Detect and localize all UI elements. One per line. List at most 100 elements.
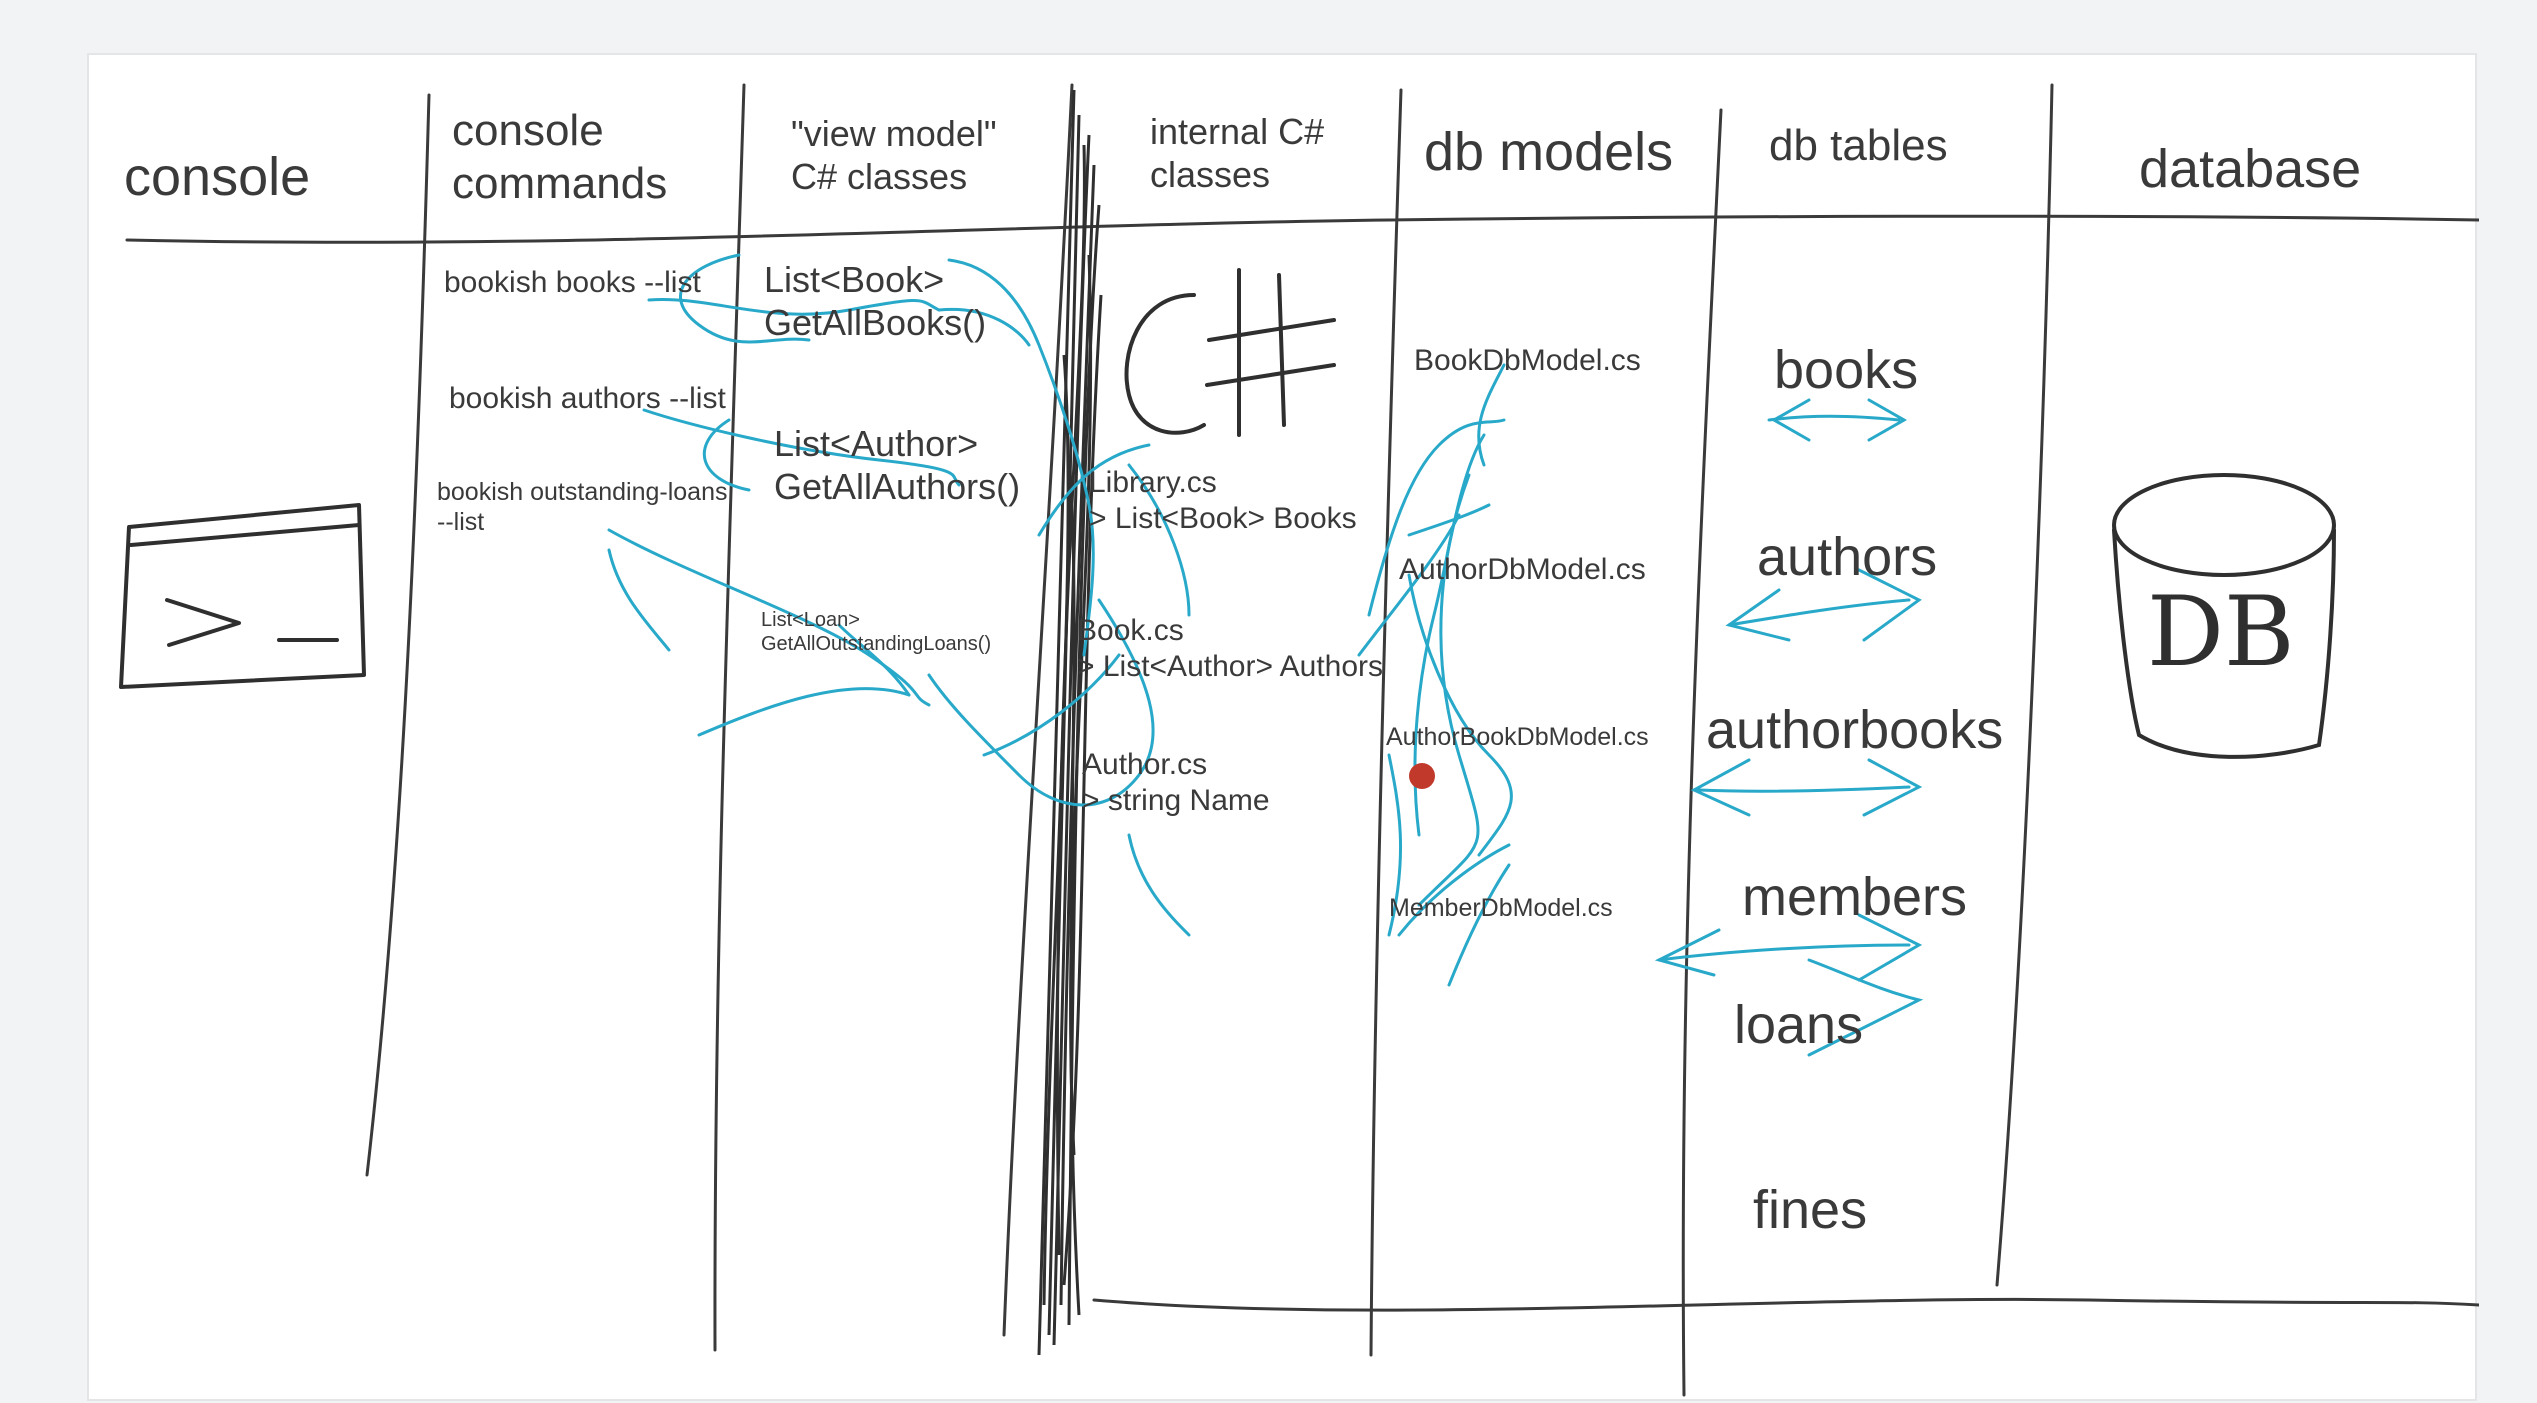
- arrow-books-table-back: [1770, 398, 1811, 442]
- arrow-books-table-head: [1867, 398, 1908, 442]
- header-view-model-line1: "view model": [791, 113, 997, 154]
- arrow-view-internal-4: [927, 598, 1155, 807]
- arrow-loans-view: [697, 687, 911, 737]
- header-internal: internal C# classes: [1150, 110, 1324, 196]
- arrow-books-command: [647, 297, 941, 316]
- arrow-members-table-head: [1857, 913, 1923, 982]
- arrow-authors-table: [1727, 598, 1911, 627]
- internal-library-file: Library.cs: [1089, 466, 1217, 499]
- header-console-commands-line1: console: [452, 106, 604, 155]
- arrow-loans-view-head: [837, 623, 911, 697]
- db-table-fines: fines: [1753, 1180, 1868, 1240]
- internal-author-file: Author.cs: [1082, 748, 1208, 781]
- csharp-hash-h1: [1207, 318, 1336, 342]
- whiteboard: console console commands "view model" C#…: [87, 53, 2479, 1401]
- arrow-authors-table-back: [1725, 588, 1791, 642]
- command-outstanding-loans-line2: --list: [437, 508, 485, 536]
- internal-library-member: > List<Book> Books: [1089, 502, 1357, 535]
- header-db-models: db models: [1424, 122, 1674, 182]
- arrow-view-internal-2: [982, 653, 1121, 757]
- db-model-book: BookDbModel.cs: [1414, 344, 1641, 377]
- terminal-prompt-chevron: [165, 598, 241, 647]
- command-outstanding-loans-line1: bookish outstanding-loans: [437, 478, 728, 506]
- terminal-sketch: [119, 503, 366, 689]
- header-internal-line2: classes: [1150, 154, 1271, 196]
- internal-book-member: > List<Author> Authors: [1077, 650, 1384, 683]
- flow-arrows: [607, 253, 1924, 1057]
- internal-author-member: > string Name: [1082, 784, 1270, 817]
- column-divider-6: [1995, 83, 2054, 1287]
- db-table-authors: authors: [1757, 527, 1938, 587]
- internal-book-file: Book.cs: [1077, 614, 1184, 647]
- arrow-internal-db-4: [1397, 843, 1511, 937]
- db-model-authorbook: AuthorBookDbModel.cs: [1386, 723, 1649, 751]
- arrow-loans-command: [607, 528, 931, 707]
- arrow-books-view-link: [947, 258, 1095, 657]
- arrow-authorbooks-table-back: [1690, 758, 1751, 817]
- arrow-internal-db-2: [1407, 503, 1491, 537]
- internal-library: Library.cs > List<Book> Books: [1089, 465, 1357, 537]
- header-view-model: "view model" C# classes: [791, 112, 997, 198]
- db-table-books: books: [1774, 340, 1919, 400]
- header-view-model-line2: C# classes: [791, 156, 968, 198]
- database-sketch: [2112, 473, 2336, 759]
- arrow-internal-db-8: [1387, 753, 1403, 937]
- arrow-view-internal-3: [1127, 463, 1191, 617]
- arrow-internal-db-1: [1357, 513, 1461, 657]
- internal-author: Author.cs > string Name: [1082, 747, 1270, 819]
- arrow-authors-table-head: [1857, 568, 1922, 642]
- csharp-hash-v2: [1277, 273, 1286, 427]
- arrow-books-command-back: [678, 253, 811, 344]
- header-console-commands: console commands: [452, 105, 667, 211]
- arrow-internal-db-5: [1447, 863, 1511, 987]
- arrow-books-view: [937, 307, 1031, 347]
- arrow-authors-command: [642, 408, 961, 487]
- arrow-view-internal-5: [1127, 833, 1191, 937]
- database-label: DB: [2147, 576, 2295, 688]
- command-authors-list: bookish authors --list: [449, 382, 726, 415]
- arrow-internal-db-3: [1407, 573, 1513, 857]
- view-model-books-type: List<Book>: [764, 259, 945, 300]
- header-database: database: [2139, 139, 2362, 199]
- view-model-authors: List<Author> GetAllAuthors(): [774, 422, 1020, 508]
- arrow-members-loans-link: [1807, 958, 1924, 1057]
- pointer-dot: [1409, 763, 1435, 789]
- arrow-books-model: [1477, 363, 1506, 467]
- view-model-authors-method: GetAllAuthors(): [774, 466, 1021, 508]
- table-grid: [125, 83, 2479, 1397]
- db-table-loans: loans: [1734, 995, 1864, 1055]
- arrow-authorbooks-table: [1697, 785, 1911, 793]
- csharp-sketch: [1124, 268, 1336, 437]
- view-model-books-method: GetAllBooks(): [764, 302, 987, 344]
- db-table-members: members: [1742, 867, 1968, 927]
- arrow-view-internal-1: [1037, 443, 1151, 537]
- terminal-frame: [119, 503, 366, 689]
- view-model-loans-type: List<Loan>: [761, 609, 860, 631]
- arrow-authorbooks-table-head: [1862, 758, 1923, 817]
- arrow-authors-command-back: [702, 418, 751, 492]
- arrow-books-model-link: [1367, 418, 1506, 617]
- command-books-list: bookish books --list: [444, 266, 701, 299]
- whiteboard-ink: [119, 83, 2479, 1397]
- internal-book: Book.cs > List<Author> Authors: [1077, 613, 1383, 685]
- column-divider-1: [365, 93, 431, 1177]
- header-console: console: [124, 147, 311, 207]
- view-model-books: List<Book> GetAllBooks(): [764, 258, 986, 344]
- header-db-tables: db tables: [1769, 121, 1948, 170]
- arrow-loans-command-back: [607, 548, 671, 652]
- header-console-commands-line2: commands: [452, 158, 668, 208]
- arrow-internal-db-7: [1417, 473, 1480, 907]
- db-table-authorbooks: authorbooks: [1706, 700, 2004, 760]
- header-internal-line1: internal C#: [1150, 111, 1325, 152]
- view-model-loans-method: GetAllOutstandingLoans(): [761, 633, 992, 655]
- database-cylinder-body: [2112, 528, 2336, 759]
- command-outstanding-loans: bookish outstanding-loans --list: [437, 477, 727, 537]
- view-model-loans: List<Loan> GetAllOutstandingLoans(): [761, 608, 991, 656]
- bottom-line: [1092, 1297, 2479, 1312]
- column-divider-3: [1002, 83, 1074, 1337]
- arrow-internal-db-6: [1413, 433, 1486, 837]
- column-divider-5: [1681, 108, 1723, 1397]
- csharp-hash-h2: [1205, 363, 1336, 387]
- terminal-title-bar: [129, 523, 361, 547]
- scribble-divider: [1037, 89, 1103, 1356]
